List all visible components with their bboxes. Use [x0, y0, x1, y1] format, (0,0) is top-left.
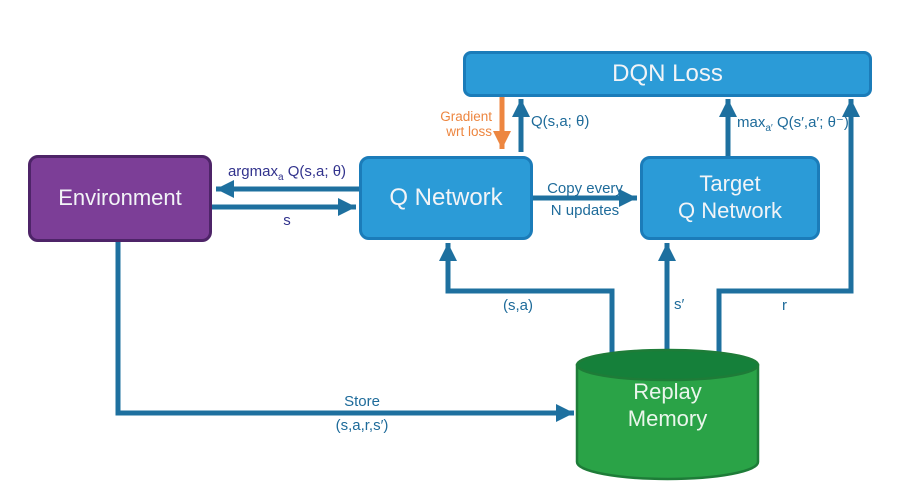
edge-sa-arrow: [439, 243, 615, 360]
max-q-post: Q(s′,a′; θ⁻): [772, 114, 849, 131]
argmax-post: Q(s,a; θ): [283, 163, 347, 180]
argmax-sub: a: [277, 172, 284, 183]
edge-store-arrow: [115, 242, 574, 422]
edge-label-q-value: Q(s,a; θ): [531, 113, 590, 130]
environment-label: Environment: [58, 185, 182, 211]
edge-label-copy: Copy every N updates: [531, 181, 639, 219]
argmax-pre: argmax: [227, 163, 278, 180]
target-q-network-label-line1: Target: [699, 171, 761, 197]
node-environment: Environment: [28, 155, 212, 242]
copy-line1: Copy every: [547, 180, 623, 197]
edge-label-store: Store: [344, 393, 380, 410]
node-dqn-loss: DQN Loss: [463, 51, 872, 97]
target-q-network-label-line2: Q Network: [678, 198, 782, 223]
edge-reward-arrow: [716, 99, 860, 360]
replay-memory-label-line1: Replay: [633, 379, 702, 404]
edge-label-sa: (s,a): [503, 297, 533, 314]
edge-label-store-tuple: (s,a,r,s′): [335, 417, 389, 434]
replay-memory-label-line2: Memory: [627, 406, 708, 431]
node-q-network: Q Network: [359, 156, 533, 240]
edge-label-gradient: Gradient wrt loss: [428, 109, 492, 139]
replay-memory-cylinder: [575, 348, 760, 481]
copy-line2: N updates: [550, 202, 620, 219]
edge-label-max-q: maxa′ Q(s′,a′; θ⁻): [737, 113, 849, 134]
edge-label-argmax-action: argmaxa Q(s,a; θ): [214, 163, 360, 183]
max-q-sub: a′: [765, 123, 773, 134]
node-target-q-network: Target Q Network: [640, 156, 820, 240]
q-network-label: Q Network: [389, 184, 503, 212]
gradient-line1: Gradient: [440, 109, 492, 124]
replay-memory-label: Replay Memory: [577, 378, 758, 432]
dqn-loss-label: DQN Loss: [612, 60, 723, 88]
edge-label-reward: r: [782, 297, 787, 314]
edge-label-s-prime: s′: [674, 296, 685, 313]
target-q-network-label: Target Q Network: [678, 171, 782, 225]
edge-label-state: s: [283, 212, 291, 229]
max-q-pre: max: [737, 114, 766, 131]
gradient-line2: wrt loss: [446, 124, 492, 139]
